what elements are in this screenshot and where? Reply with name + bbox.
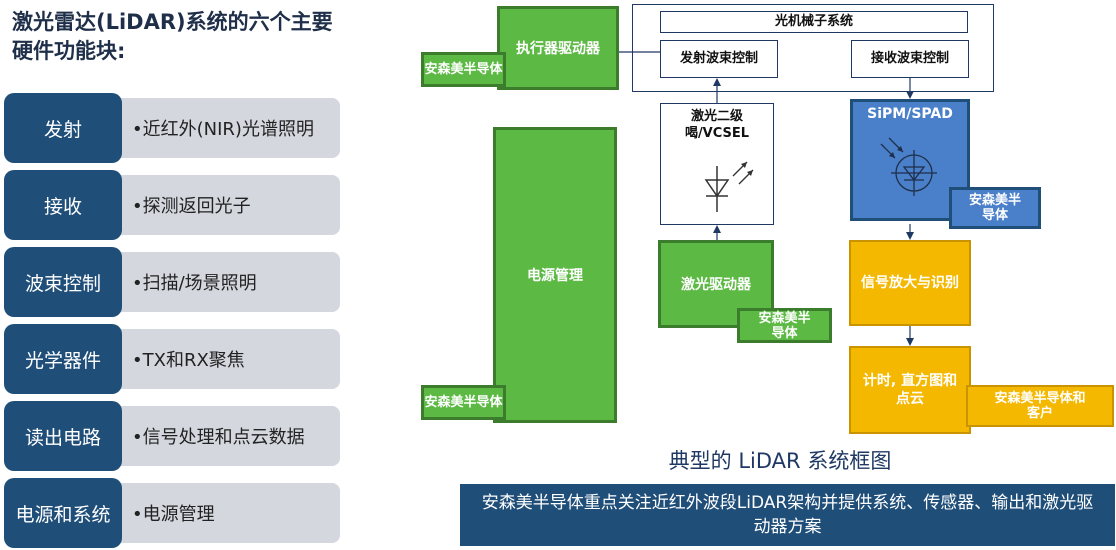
block-label-beam: 波束控制 (4, 247, 122, 317)
onsemi-tag-laser-driver: 安森美半导体 (737, 308, 832, 343)
block-label-tx: 发射 (4, 93, 122, 163)
rx-beam-control-block: 接收波束控制 (851, 40, 969, 78)
summary-banner: 安森美半导体重点关注近红外波段LiDAR架构并提供系统、传感器、输出和激光驱动器… (460, 484, 1115, 546)
block-desc-rx: •探测返回光子 (110, 175, 340, 235)
onsemi-tag-actuator: 安森美半导体 (421, 52, 506, 87)
onsemi-tag-sipm: 安森美半导体 (949, 187, 1041, 229)
onsemi-tag-power: 安森美半导体 (421, 385, 506, 420)
block-desc-tx: •近红外(NIR)光谱照明 (110, 98, 340, 158)
block-desc-beam: •扫描/场景照明 (110, 252, 340, 312)
sipm-label: SiPM/SPAD (867, 106, 953, 122)
block-label-readout: 读出电路 (4, 401, 122, 471)
block-label-power: 电源和系统 (4, 478, 122, 548)
tx-beam-control-block: 发射波束控制 (660, 40, 778, 78)
block-label-rx: 接收 (4, 170, 122, 240)
laser-diode-block: 激光二级喝/VCSEL (660, 103, 774, 225)
laser-driver-block: 激光驱动器 (658, 240, 774, 328)
block-label-optics: 光学器件 (4, 324, 122, 394)
block-desc-readout: •信号处理和点云数据 (110, 406, 340, 466)
photodiode-icon (880, 137, 937, 196)
opto-mech-title: 光机械子系统 (660, 11, 968, 33)
laser-diode-label: 激光二级喝/VCSEL (684, 109, 750, 141)
laser-diode-icon (704, 161, 754, 212)
page-title: 激光雷达(LiDAR)系统的六个主要硬件功能块: (12, 10, 333, 63)
block-desc-optics: •TX和RX聚焦 (110, 329, 340, 389)
actuator-driver-block: 执行器驱动器 (497, 6, 619, 90)
onsemi-customer-tag: 安森美半导体和客户 (966, 385, 1114, 427)
power-management-block: 电源管理 (493, 127, 617, 423)
diagram-caption: 典型的 LiDAR 系统框图 (668, 449, 892, 473)
timing-block: 计时, 直方图和点云 (849, 346, 971, 434)
signal-amp-block: 信号放大与识别 (849, 240, 971, 326)
block-desc-power: •电源管理 (110, 483, 340, 543)
